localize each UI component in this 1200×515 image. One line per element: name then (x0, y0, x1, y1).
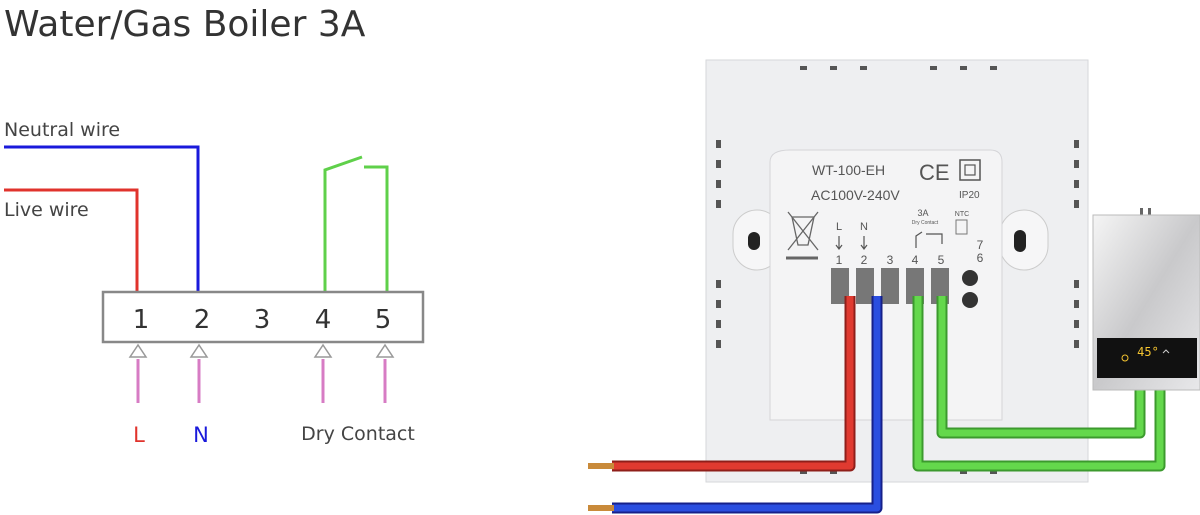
terminal-1: 1 (133, 305, 150, 335)
dry-contact-cable-5 (938, 296, 1144, 437)
mount-slot-right (1014, 230, 1026, 252)
ntc-label: NTC (955, 211, 969, 218)
ntc-pin-7: 7 (977, 238, 984, 252)
terminal-5: 5 (375, 305, 392, 335)
boiler-temperature: 45° (1137, 345, 1159, 359)
ce-mark: CE (919, 160, 950, 185)
device-terminal-numbers: 1 2 3 4 5 7 6 (836, 238, 984, 267)
terminal-2: 2 (194, 305, 211, 335)
dry-contact-switch-right (364, 165, 389, 292)
terminal-3: 3 (254, 305, 271, 335)
contact-symbols (835, 231, 943, 250)
screw-terminals (831, 268, 949, 304)
boiler: 45° (1092, 208, 1200, 391)
live-wire-label: Live wire (4, 199, 89, 221)
schematic: Neutral wire Live wire 1 2 3 4 5 L N Dry… (4, 119, 425, 447)
neutral-wire-label: Neutral wire (4, 119, 120, 141)
live-wire (4, 188, 139, 292)
weee-bin-icon (786, 211, 819, 260)
dry-contact-small: Dry Contact (912, 220, 939, 226)
device-terminal-1: 1 (836, 253, 843, 267)
ntc-sensor-icon (955, 219, 968, 235)
boiler-power-icon (1121, 354, 1129, 362)
input-arrows (128, 343, 395, 358)
ip-rating: IP20 (959, 190, 980, 201)
boiler-up-icon (1162, 349, 1170, 354)
mount-slot-left (748, 232, 760, 250)
label-dry-contact: Dry Contact (301, 423, 415, 445)
rating-label: 3A (917, 208, 928, 218)
dry-contact-switch-left (323, 155, 363, 292)
label-n: N (193, 423, 209, 447)
device-terminal-2: 2 (861, 253, 868, 267)
boiler-display (1097, 338, 1197, 378)
voltage-label: AC100V-240V (811, 187, 900, 203)
ntc-pin-6: 6 (977, 251, 984, 265)
live-cable (612, 296, 854, 470)
device-n: N (860, 221, 868, 233)
device-l: L (836, 221, 842, 233)
device-terminal-4: 4 (912, 253, 919, 267)
device-terminal-3: 3 (887, 253, 894, 267)
neutral-wire (4, 145, 200, 292)
neutral-cable (612, 296, 881, 512)
double-insulation-inner (964, 164, 976, 176)
double-insulation-icon (959, 159, 981, 181)
cables (588, 296, 1166, 514)
boiler-flue-1 (1140, 208, 1143, 216)
device-terminal-5: 5 (938, 253, 945, 267)
label-l: L (133, 423, 145, 447)
model-label: WT-100-EH (812, 162, 885, 178)
vent-slots (716, 66, 1079, 474)
boiler-flue-2 (1148, 208, 1151, 216)
terminal-block (101, 290, 425, 344)
ntc-screw-2 (962, 292, 978, 308)
input-lines (136, 359, 387, 403)
page-title: Water/Gas Boiler 3A (4, 4, 366, 45)
ntc-screw-1 (962, 270, 978, 286)
terminal-4: 4 (315, 305, 332, 335)
thermostat-back: WT-100-EH CE AC100V-240V IP20 L N 3A Dry… (705, 59, 1089, 483)
dry-contact-cable-4 (914, 296, 1164, 470)
